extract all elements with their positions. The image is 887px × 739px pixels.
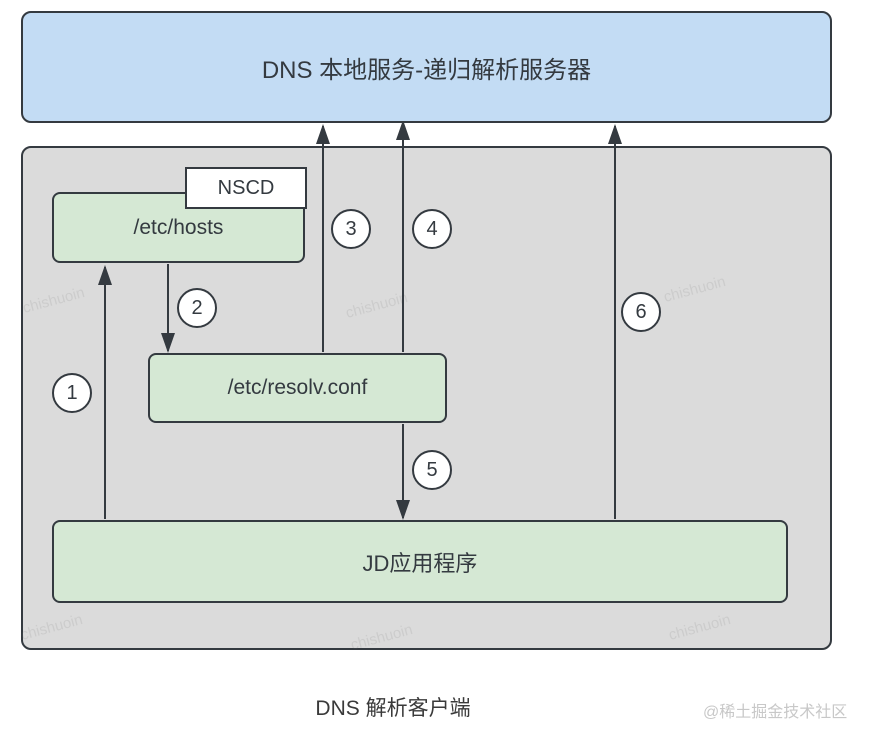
jd-app-label: JD应用程序 [362,550,478,576]
nscd-box: NSCD [185,167,307,209]
etc-hosts-label: /etc/hosts [133,215,224,239]
step-circle-2: 2 [177,288,217,328]
step-circle-5: 5 [412,450,452,490]
step-circle-4: 4 [412,209,452,249]
dns-server-box: DNS 本地服务-递归解析服务器 [21,11,832,123]
nscd-label: NSCD [217,176,275,199]
credit-watermark: @稀土掘金技术社区 [703,704,848,721]
etc-resolv-conf-label: /etc/resolv.conf [227,376,368,399]
step-circle-6: 6 [621,292,661,332]
jd-app-box: JD应用程序 [52,520,788,603]
diagram-caption: DNS 解析客户端 [315,697,471,720]
etc-resolv-conf-box: /etc/resolv.conf [148,353,447,423]
step-circle-3: 3 [331,209,371,249]
dns-server-label: DNS 本地服务-递归解析服务器 [261,56,592,84]
step-circle-1: 1 [52,373,92,413]
